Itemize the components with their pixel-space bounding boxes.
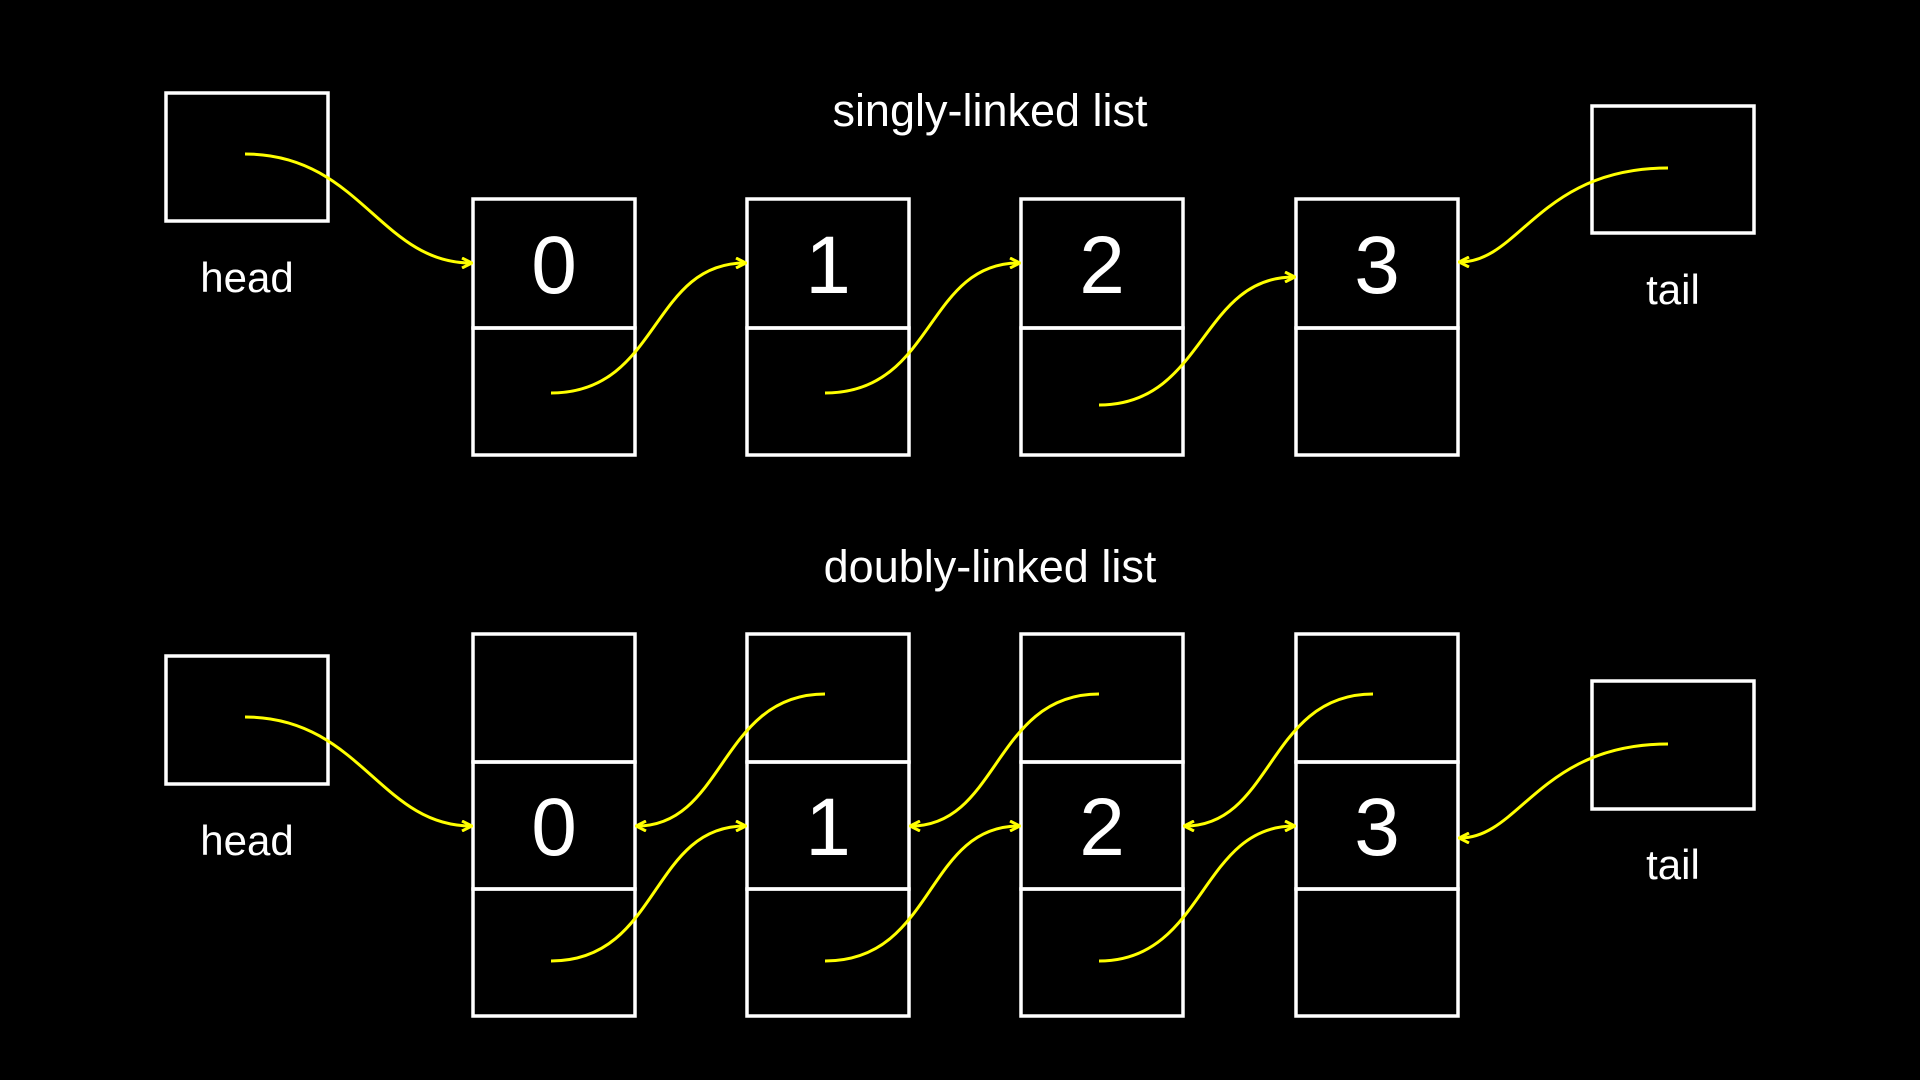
doubly-head-box xyxy=(164,654,330,786)
head-pointer-arrow xyxy=(244,152,471,263)
doubly-node: 1 xyxy=(745,632,911,1018)
singly-node: 3 xyxy=(1294,197,1460,457)
doubly-tail-box xyxy=(1590,679,1756,811)
singly-node-value: 1 xyxy=(805,220,851,311)
singly-linked-section: singly-linked list head tail 0 1 2 xyxy=(164,85,1756,457)
next-pointer-arrow xyxy=(824,263,1019,395)
doubly-tail-label: tail xyxy=(1646,841,1700,888)
doubly-node-prev-cell xyxy=(1019,632,1185,764)
doubly-node-value: 1 xyxy=(805,782,851,873)
doubly-node-next-cell xyxy=(1019,887,1185,1018)
singly-head-label: head xyxy=(200,254,293,301)
singly-node-next-cell xyxy=(1294,326,1460,457)
singly-node: 0 xyxy=(471,197,637,457)
singly-node: 1 xyxy=(745,197,911,457)
next-pointer-arrow xyxy=(1098,277,1294,407)
singly-node-value: 2 xyxy=(1079,220,1125,311)
prev-pointer-arrow xyxy=(911,692,1100,826)
doubly-node-prev-cell xyxy=(745,632,911,764)
doubly-node-value: 2 xyxy=(1079,782,1125,873)
next-pointer-arrow xyxy=(824,826,1019,963)
singly-tail-box xyxy=(1590,104,1756,235)
doubly-node: 2 xyxy=(1019,632,1185,1018)
doubly-linked-section: doubly-linked list head tail 0 1 2 xyxy=(164,541,1756,1018)
next-pointer-arrow xyxy=(550,263,745,395)
singly-node-next-cell xyxy=(471,326,637,457)
singly-node-value: 3 xyxy=(1354,220,1400,311)
doubly-title: doubly-linked list xyxy=(824,541,1157,592)
tail-pointer-arrow xyxy=(1460,166,1669,262)
singly-tail-label: tail xyxy=(1646,266,1700,313)
doubly-node-prev-cell xyxy=(1294,632,1460,764)
doubly-node-prev-cell xyxy=(471,632,637,764)
prev-pointer-arrow xyxy=(637,692,826,826)
head-pointer-arrow xyxy=(244,715,471,826)
doubly-node-next-cell xyxy=(745,887,911,1018)
singly-node: 2 xyxy=(1019,197,1185,457)
doubly-node: 3 xyxy=(1294,632,1460,1018)
doubly-node-next-cell xyxy=(1294,887,1460,1018)
singly-head-box xyxy=(164,91,330,223)
prev-pointer-arrow xyxy=(1185,692,1374,826)
tail-pointer-arrow xyxy=(1460,742,1669,838)
next-pointer-arrow xyxy=(1098,826,1294,963)
doubly-head-label: head xyxy=(200,817,293,864)
doubly-node-value: 3 xyxy=(1354,782,1400,873)
singly-node-next-cell xyxy=(1019,326,1185,457)
doubly-node-next-cell xyxy=(471,887,637,1018)
singly-title: singly-linked list xyxy=(832,85,1148,136)
singly-node-value: 0 xyxy=(531,220,577,311)
next-pointer-arrow xyxy=(550,826,745,963)
singly-node-next-cell xyxy=(745,326,911,457)
doubly-node-value: 0 xyxy=(531,782,577,873)
doubly-node: 0 xyxy=(471,632,637,1018)
